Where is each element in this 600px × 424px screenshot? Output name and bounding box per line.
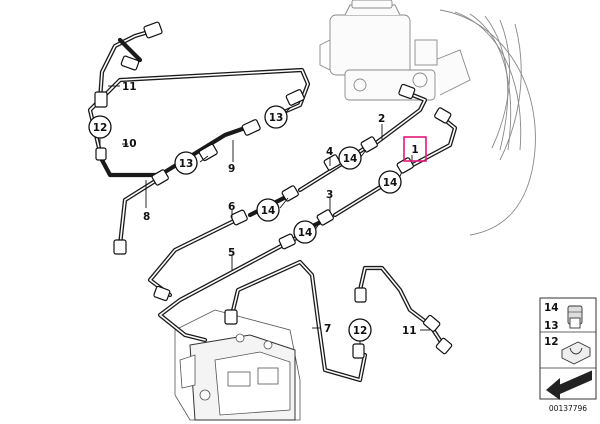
callout-9: 9 — [228, 163, 235, 175]
svg-text:13: 13 — [179, 158, 194, 170]
pipe-clip-icon — [561, 341, 591, 365]
svg-text:12: 12 — [353, 325, 368, 337]
legend-number-12: 12 — [544, 336, 559, 348]
callout-3: 3 — [326, 189, 333, 201]
legend-number-13: 13 — [544, 320, 559, 332]
callout-5: 5 — [228, 247, 235, 259]
legend-number-14: 14 — [544, 302, 559, 314]
leader-lines — [99, 85, 430, 344]
circle-callout-13-a: 13 — [264, 105, 288, 129]
callout-7: 7 — [324, 323, 331, 335]
circle-callout-14-c: 14 — [256, 198, 280, 222]
circle-callout-12-bottom: 12 — [348, 318, 372, 342]
pipe-fittings — [94, 21, 453, 359]
circle-callout-13-b: 13 — [174, 151, 198, 175]
circle-callout-14-b: 14 — [378, 170, 402, 194]
callout-1-highlight — [403, 136, 427, 162]
callout-6: 6 — [228, 201, 235, 213]
document-number: 00137796 — [549, 404, 587, 413]
fitting-nut-icon — [567, 305, 583, 329]
svg-text:14: 14 — [343, 153, 358, 165]
callout-4: 4 — [326, 146, 333, 158]
svg-text:14: 14 — [298, 227, 313, 239]
number-callouts: 11 10 9 8 6 5 4 3 2 7 11 1 12 13 13 14 — [88, 81, 427, 342]
svg-text:13: 13 — [269, 112, 284, 124]
circle-callout-14-a: 14 — [338, 146, 362, 170]
circle-callout-14-d: 14 — [293, 220, 317, 244]
hydraulic-unit-illustration — [174, 309, 301, 421]
callout-2: 2 — [378, 113, 385, 125]
callout-10: 10 — [122, 138, 137, 150]
svg-text:12: 12 — [93, 122, 108, 134]
svg-text:14: 14 — [383, 177, 398, 189]
circle-callout-12-left: 12 — [88, 115, 112, 139]
direction-arrow-icon — [546, 369, 593, 400]
brake-booster-illustration — [319, 0, 536, 236]
svg-text:14: 14 — [261, 205, 276, 217]
callout-8: 8 — [143, 211, 150, 223]
callout-1: 1 — [411, 144, 418, 156]
parts-legend: 14 13 12 00137796 — [539, 297, 597, 413]
callout-11-bottom: 11 — [402, 325, 417, 337]
callout-11-top: 11 — [122, 81, 137, 93]
